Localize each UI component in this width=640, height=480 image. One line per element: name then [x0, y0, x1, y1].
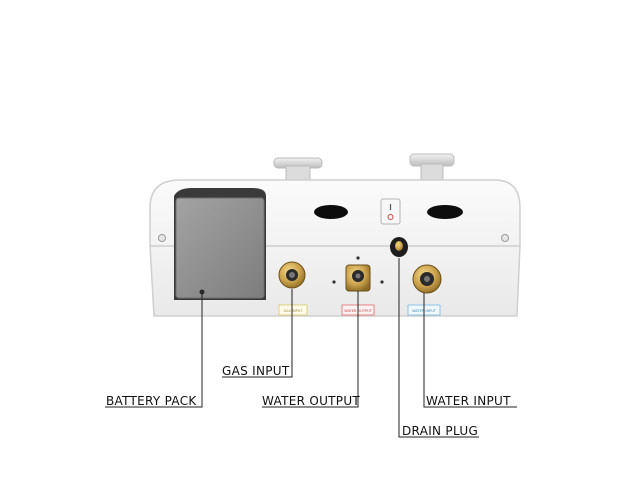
vent-slot-right: [427, 205, 463, 219]
drain-plug-fitting: [390, 237, 408, 257]
fitting-dot: [380, 280, 384, 284]
tag-gas: GAS INPUT: [278, 304, 308, 316]
left-screw-icon: [158, 234, 166, 242]
fitting-dot: [356, 256, 360, 260]
gas-input-fitting: [278, 261, 306, 289]
top-knob-right: [409, 153, 455, 185]
tag-gas-text: GAS INPUT: [284, 309, 304, 313]
battery-pack-box: [174, 188, 266, 300]
water-input-label: WATER INPUT: [426, 394, 511, 408]
water-input-fitting: [412, 264, 442, 294]
vent-slot-left: [314, 205, 348, 219]
right-screw-icon: [501, 234, 509, 242]
leader-line-water-output: [262, 291, 359, 408]
gas-input-label: GAS INPUT: [222, 364, 290, 378]
battery-pack-label: BATTERY PACK: [106, 394, 197, 408]
water-output-label: WATER OUTPUT: [262, 394, 361, 408]
fitting-dot: [332, 280, 336, 284]
leader-line-gas: [222, 289, 293, 378]
leader-line-battery: [105, 292, 203, 408]
leader-line-drain: [398, 258, 479, 438]
power-switch-icon: [380, 198, 401, 225]
drain-plug-label: DRAIN PLUG: [402, 424, 479, 438]
water-output-fitting: [345, 264, 371, 292]
leader-line-water-input: [423, 293, 517, 408]
